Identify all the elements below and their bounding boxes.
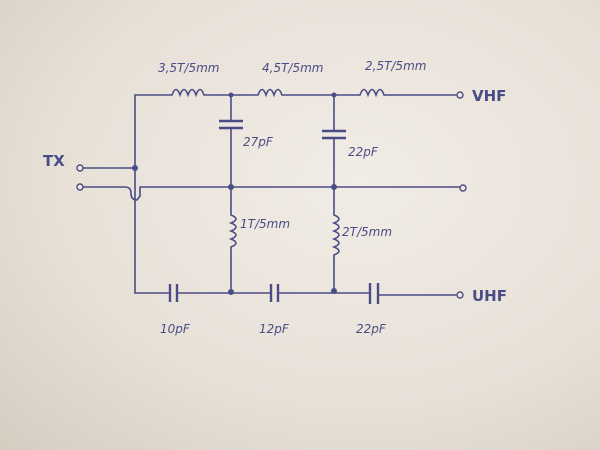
inductor-top-3 (359, 88, 385, 98)
inductor-shunt-2 (331, 214, 340, 256)
uhf-terminal (456, 291, 464, 299)
label-inductor-shunt-1: 1T/5mm (240, 217, 290, 231)
label-inductor-top-1: 3,5T/5mm (158, 61, 219, 75)
inductor-top-1 (171, 88, 205, 98)
tx-terminal-ground (76, 183, 84, 191)
junction-dot (228, 184, 234, 190)
inductor-shunt-1 (228, 214, 237, 248)
label-cap-shunt-1: 27pF (243, 135, 274, 149)
junction-dot (132, 165, 138, 171)
label-cap-bottom-2: 12pF (259, 322, 290, 336)
label-inductor-shunt-2: 2T/5mm (342, 225, 392, 239)
junction-dot (228, 92, 234, 98)
inductor-top-2 (257, 88, 283, 98)
port-label-vhf: VHF (472, 87, 506, 105)
label-inductor-top-3: 2,5T/5mm (365, 59, 426, 73)
port-label-tx: TX (43, 152, 65, 170)
label-cap-bottom-3: 22pF (356, 322, 387, 336)
vhf-terminal (456, 91, 464, 99)
junction-dot (331, 92, 337, 98)
port-label-uhf: UHF (472, 287, 507, 305)
junction-dot (228, 289, 234, 295)
label-cap-shunt-2: 22pF (348, 145, 379, 159)
junction-dot (331, 184, 337, 190)
ground-terminal-right (459, 184, 467, 192)
label-cap-bottom-1: 10pF (160, 322, 191, 336)
label-inductor-top-2: 4,5T/5mm (262, 61, 323, 75)
ground-bus-wire (82, 186, 461, 201)
tx-terminal-signal (76, 164, 84, 172)
junction-dot (331, 288, 337, 294)
